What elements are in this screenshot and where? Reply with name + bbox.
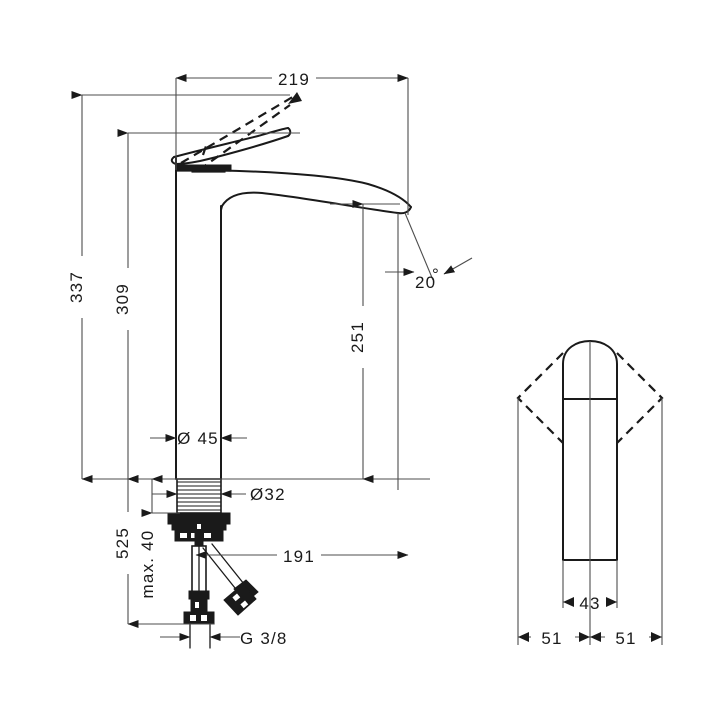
hose-connector-slot	[232, 593, 241, 602]
coupling-slot	[195, 602, 199, 608]
dimension-hose-length: 191	[195, 545, 409, 566]
label-backdrop	[118, 268, 138, 330]
handle-open-position-dashed	[180, 92, 302, 171]
top-plan-view: 43 51 51	[516, 340, 664, 648]
label-backdrop	[353, 306, 373, 368]
threaded-shank	[176, 478, 222, 514]
dim-label-51-left: 51	[541, 629, 562, 648]
faucet-column	[175, 157, 222, 480]
mounting-hardware	[167, 512, 231, 547]
pin-slot	[197, 524, 201, 529]
dimension-overall-width: 219	[175, 68, 409, 215]
dimension-below-deck: 525	[113, 475, 214, 628]
thread-hatching	[177, 481, 221, 511]
connector-slot	[201, 615, 207, 621]
dimension-body-diameter: Ø 45	[150, 429, 247, 448]
label-backdrop	[605, 627, 649, 647]
dim-label-max-40: max. 40	[138, 530, 157, 599]
hose-connector-slot	[240, 600, 249, 609]
dimension-thread-diameter: Ø32	[152, 485, 286, 504]
dim-label-20deg: 20	[415, 273, 436, 292]
dim-label-525: 525	[113, 527, 132, 559]
nut-slot	[180, 533, 187, 538]
label-backdrop	[531, 627, 575, 647]
label-backdrop	[142, 520, 164, 608]
dimension-spout-angle: 20 °	[385, 212, 473, 490]
dim-label-diameter-45: Ø 45	[177, 429, 219, 448]
dimension-connection-thread: G 3/8	[160, 629, 288, 648]
dim-label-337: 337	[67, 271, 86, 303]
label-backdrop	[272, 68, 316, 88]
front-elevation-view	[167, 92, 412, 649]
dimension-body-height: 309	[113, 129, 300, 483]
dimension-spout-height: 251	[330, 200, 400, 483]
connector-slot	[190, 615, 196, 621]
dim-label-43: 43	[579, 594, 600, 613]
dim-label-219: 219	[278, 70, 310, 89]
thread-body	[176, 478, 222, 514]
dim-label-251: 251	[348, 321, 367, 353]
dim-label-g38: G 3/8	[240, 629, 288, 648]
label-backdrop	[118, 512, 138, 574]
label-backdrop	[72, 256, 92, 318]
dim-label-309: 309	[113, 283, 132, 315]
dim-label-191: 191	[283, 547, 315, 566]
dimension-plan-swivel: 51 51	[517, 341, 663, 648]
dimension-max-deck-thickness: max. 40	[138, 475, 180, 608]
nut-slot	[204, 533, 211, 538]
label-backdrop	[277, 545, 321, 565]
dim-label-51-right: 51	[615, 629, 636, 648]
dim-label-diameter-32: Ø32	[250, 485, 286, 504]
dim-label-degree-symbol: °	[432, 265, 440, 284]
